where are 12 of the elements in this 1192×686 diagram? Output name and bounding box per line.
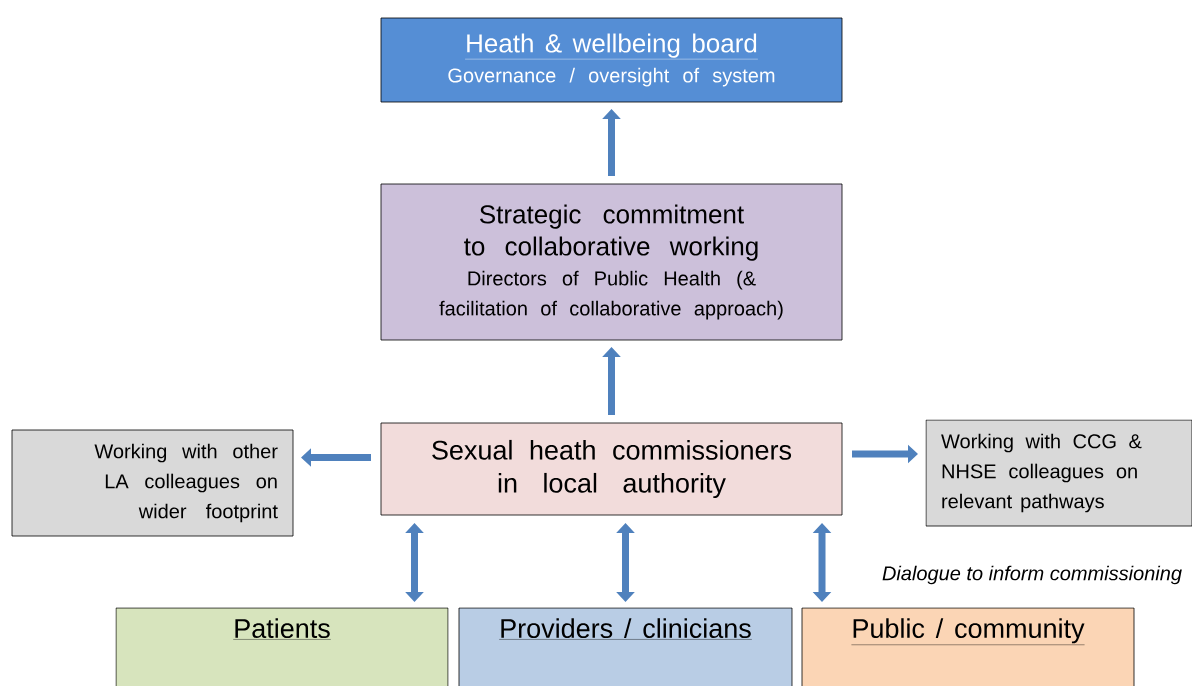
- note-text: Dialogue to inform commissioning: [882, 565, 1182, 585]
- process-box: Public / community: [801, 607, 1135, 686]
- note-box: Working with CCG & NHSE colleagues on relevant pathways: [925, 419, 1192, 527]
- block-arrow: [405, 523, 424, 602]
- process-box: Sexual heath commissioners in local authority: [380, 422, 843, 516]
- block-arrow: [812, 523, 832, 602]
- process-box: Providers / clinicians: [458, 607, 793, 686]
- block-arrow: [616, 523, 635, 602]
- note-box: Working with other LA colleagues on wider footprint: [11, 429, 294, 537]
- process-box: Patients: [115, 607, 449, 686]
- process-box: Strategic commitment to collaborative working Directors of Public Health (& facilitation of collaborative approach): [380, 183, 843, 341]
- process-box: Heath & wellbeing board Governance / oversight of system: [380, 17, 843, 103]
